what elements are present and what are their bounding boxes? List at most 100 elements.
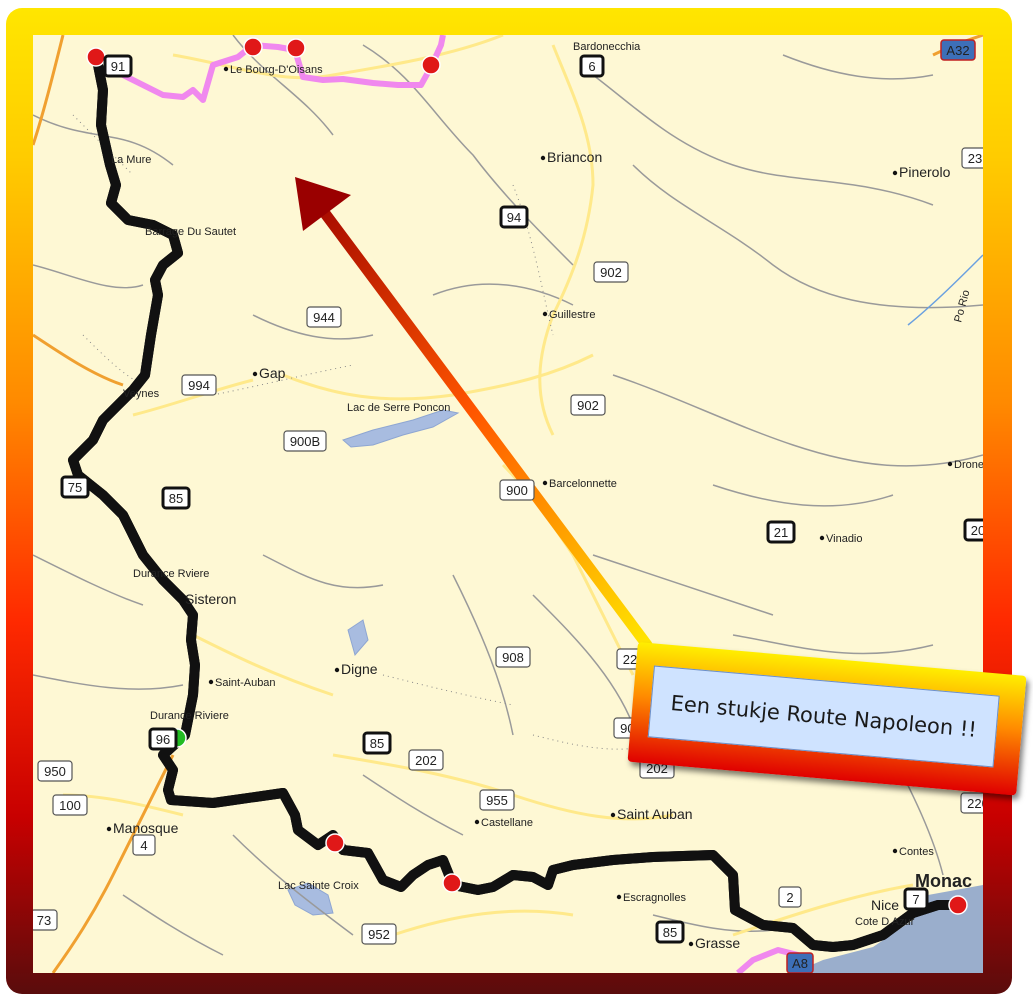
waypoint-marker: [325, 833, 345, 853]
road-badge: 100: [52, 794, 88, 816]
road-badge: 75: [60, 475, 90, 499]
road-badge-frame: [495, 646, 531, 668]
road-badge-label: 902: [577, 398, 599, 413]
place-label: Monac: [915, 871, 972, 891]
road-badge-label: 20: [971, 523, 983, 538]
place-label: Vinadio: [819, 533, 863, 545]
road-badge-label: 900: [506, 483, 528, 498]
road-badge: 902: [570, 394, 606, 416]
road-badge: 944: [306, 306, 342, 328]
road-badge-label: 21: [774, 525, 788, 540]
place-label: Lac de Serre Poncon: [347, 402, 450, 414]
place-dot: [208, 679, 214, 685]
road-badge-label: 908: [502, 650, 524, 665]
callout-text: Een stukje Route Napoleon !!: [647, 665, 1000, 768]
place-dot: [542, 311, 548, 317]
road-badge: 7: [903, 887, 929, 911]
road-badge-frame: [306, 306, 342, 328]
place-label: Saint-Auban: [208, 677, 276, 689]
place-label: Briancon: [540, 149, 602, 165]
road-badge: 902: [593, 261, 629, 283]
place-name: Monac: [915, 871, 972, 891]
road-badge-label: A8: [792, 956, 808, 971]
place-label: Saint Auban: [610, 806, 693, 822]
road-badge-frame: [361, 923, 397, 945]
route-map[interactable]: 91 6 A32 23 94 902 944 994 902 900B 75 85 900 21 20 908…: [33, 35, 983, 973]
road-badge-frame: [499, 479, 535, 501]
road-badge-frame: [283, 430, 327, 452]
direction-arrow: [295, 177, 653, 651]
place-label: Manosque: [106, 820, 179, 836]
road-badge-label: 7: [912, 892, 919, 907]
road-badge-frame: [778, 886, 802, 908]
place-name: Cote D Azur: [855, 916, 915, 928]
road-badge-frame: [37, 760, 73, 782]
roads-minor: [33, 35, 983, 956]
road-badge-frame: [940, 39, 976, 61]
place-dot: [542, 480, 548, 486]
road-badge-label: 23: [968, 151, 982, 166]
place-name: Veynes: [123, 388, 160, 400]
road-badge-frame: [903, 887, 929, 911]
road-badge-label: 6: [588, 59, 595, 74]
place-dot: [892, 170, 898, 176]
place-name: La Mure: [111, 154, 151, 166]
place-name: Barrage Du Sautet: [145, 226, 236, 238]
place-dot: [540, 155, 546, 161]
road-badge-label: 94: [507, 210, 521, 225]
road-badge-label: 944: [313, 310, 335, 325]
place-label: Le Bourg-D'Oisans: [223, 64, 323, 76]
road-badge: 900: [499, 479, 535, 501]
road-badge-frame: [148, 727, 178, 751]
road-badge-label: 91: [111, 59, 125, 74]
place-dot: [474, 819, 480, 825]
road-badge-label: 73: [37, 913, 51, 928]
road-badge: 900B: [283, 430, 327, 452]
road-badge: 85: [655, 920, 685, 944]
road-badge: 2: [778, 886, 802, 908]
place-name: Sisteron: [185, 591, 236, 607]
road-badge: 20: [963, 518, 983, 542]
place-dot: [334, 667, 340, 673]
waypoint-marker: [442, 873, 462, 893]
road-badge-label: 22: [623, 652, 637, 667]
place-label: Castellane: [474, 817, 533, 829]
place-name: Escragnolles: [623, 892, 686, 904]
road-badge-label: 950: [44, 764, 66, 779]
place-name: Nice: [871, 897, 899, 913]
place-name: Bardonecchia: [573, 41, 641, 53]
place-dot: [610, 812, 616, 818]
place-name: Briancon: [547, 149, 602, 165]
road-badge-frame: [655, 920, 685, 944]
place-name: Pinerolo: [899, 164, 951, 180]
road-badge-label: 202: [415, 753, 437, 768]
road-badge-frame: [579, 54, 605, 78]
place-name: Lac de Serre Poncon: [347, 402, 450, 414]
place-label: Durance Rviere: [133, 568, 209, 580]
road-badge: 994: [181, 374, 217, 396]
road-badge-frame: [499, 205, 529, 229]
place-dot: [819, 535, 825, 541]
road-badge-label: 902: [600, 265, 622, 280]
place-label: Grasse: [688, 935, 740, 951]
road-badge-frame: [60, 475, 90, 499]
place-label: Durance Riviere: [150, 710, 229, 722]
road-badge: 85: [161, 486, 191, 510]
waypoint-marker: [86, 47, 106, 67]
place-name: Saint Auban: [617, 806, 693, 822]
road-badge: 91: [103, 54, 133, 78]
road-badge-label: 955: [486, 793, 508, 808]
place-label: Drone: [947, 459, 983, 471]
road-badge: A8: [786, 952, 814, 973]
place-name: Contes: [899, 846, 934, 858]
place-label: La Mure: [111, 154, 151, 166]
road-badge: A32: [940, 39, 976, 61]
road-badge: 950: [37, 760, 73, 782]
road-badge-label: A32: [946, 43, 969, 58]
road-badge-frame: [181, 374, 217, 396]
place-name: Barcelonnette: [549, 478, 617, 490]
road-badge: 73: [33, 909, 58, 931]
road-badge-label: 85: [370, 736, 384, 751]
place-name: Vinadio: [826, 533, 863, 545]
place-label: Veynes: [123, 388, 160, 400]
